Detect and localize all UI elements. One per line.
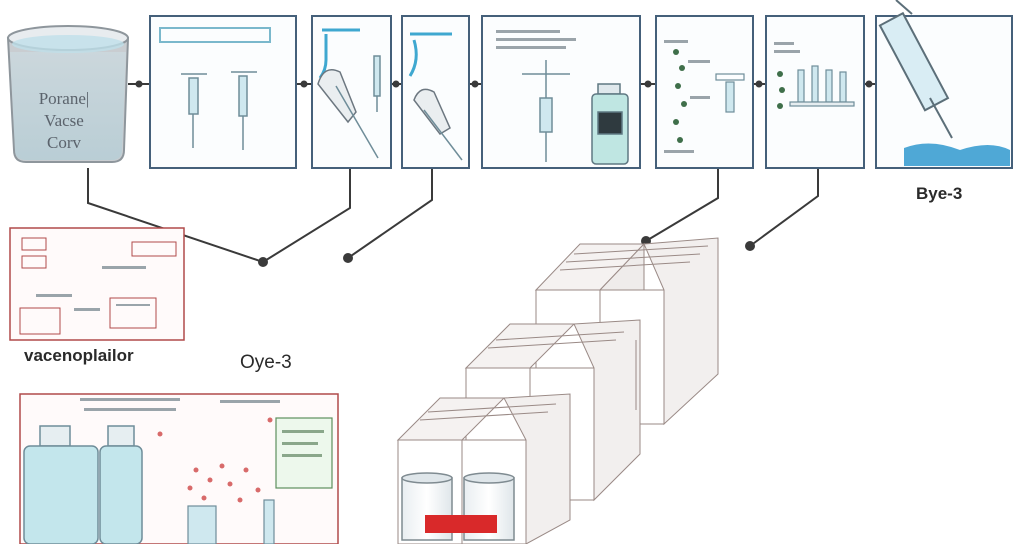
connector-dots	[135, 80, 873, 267]
label-bye-3: Bye-3	[916, 184, 963, 203]
bottle-icon	[23, 425, 143, 544]
syringe-icon	[522, 60, 570, 162]
connector-lines	[87, 83, 876, 263]
cabinet-stack	[396, 237, 719, 544]
label-vacenoplailor: vacenoplailor	[24, 346, 134, 365]
vial-icon	[715, 73, 745, 113]
label-oye-3: Oye-3	[240, 352, 292, 373]
panel-vial-list	[655, 15, 754, 169]
beaker-label: Porane| Vacse Corv	[14, 88, 114, 154]
panel-hand-injection	[311, 15, 392, 169]
beaker-label-line-3: Corv	[47, 133, 81, 152]
bottle-icon	[591, 83, 629, 165]
panel-syringe-liquid	[875, 0, 1013, 169]
panel-test-tubes	[765, 15, 865, 169]
test-tube-icon	[187, 499, 275, 544]
beaker-icon	[6, 25, 130, 163]
beaker-label-line-1: Porane|	[38, 89, 90, 108]
panel-hand-injection-2	[401, 15, 470, 169]
beaker-label-line-2: Vacse	[44, 111, 84, 130]
syringe-icon	[878, 0, 953, 139]
syringe-icon	[181, 73, 207, 148]
panel-syringes	[149, 15, 297, 169]
red-framed-vial-panel	[19, 393, 339, 544]
red-tag	[425, 515, 497, 533]
red-framed-schematic	[9, 227, 185, 341]
syringe-icon	[231, 71, 257, 150]
test-tube-icon	[789, 65, 855, 107]
syringe-icon	[335, 55, 381, 159]
syringe-icon	[423, 109, 463, 161]
panel-syringe-bottle	[481, 15, 641, 169]
